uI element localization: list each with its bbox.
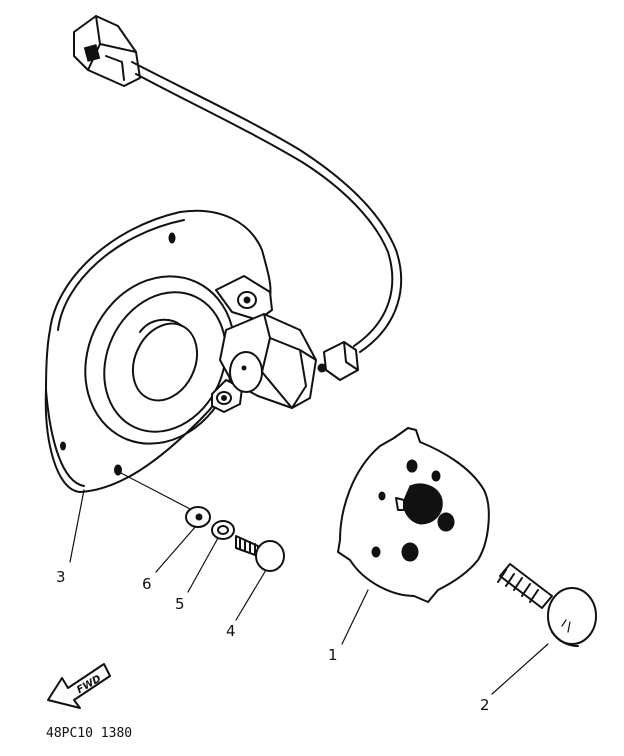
callout-6: 6: [142, 575, 152, 593]
lead-wire: [131, 61, 403, 353]
leader-line-6b: [155, 525, 197, 573]
callout-1: 1: [328, 646, 338, 664]
drawing-code: 48PC10 1380: [46, 726, 132, 741]
callout-5: 5: [175, 595, 185, 613]
plain-washer: [185, 506, 211, 528]
rotor-plate: [337, 427, 490, 603]
callout-4: 4: [226, 622, 236, 640]
leader-line-4: [235, 569, 267, 621]
screw-hole: [114, 464, 122, 476]
leader-line-2: [491, 643, 549, 695]
rotor-bolt: [497, 563, 597, 647]
wire-connector-plug: [73, 15, 141, 87]
callout-2: 2: [480, 696, 490, 714]
leader-line-3: [69, 489, 85, 563]
spring-washer: [211, 520, 235, 540]
wire-clamp: [317, 341, 359, 381]
leader-line-1: [341, 589, 369, 645]
leader-line-5: [187, 537, 219, 593]
pickup-coil: [211, 275, 317, 413]
pan-head-screw: [235, 535, 285, 572]
forward-direction-arrow: FWD: [47, 663, 111, 709]
callout-3: 3: [56, 568, 66, 586]
leader-line-6: [120, 472, 193, 511]
stator-base-plate: [44, 209, 272, 493]
